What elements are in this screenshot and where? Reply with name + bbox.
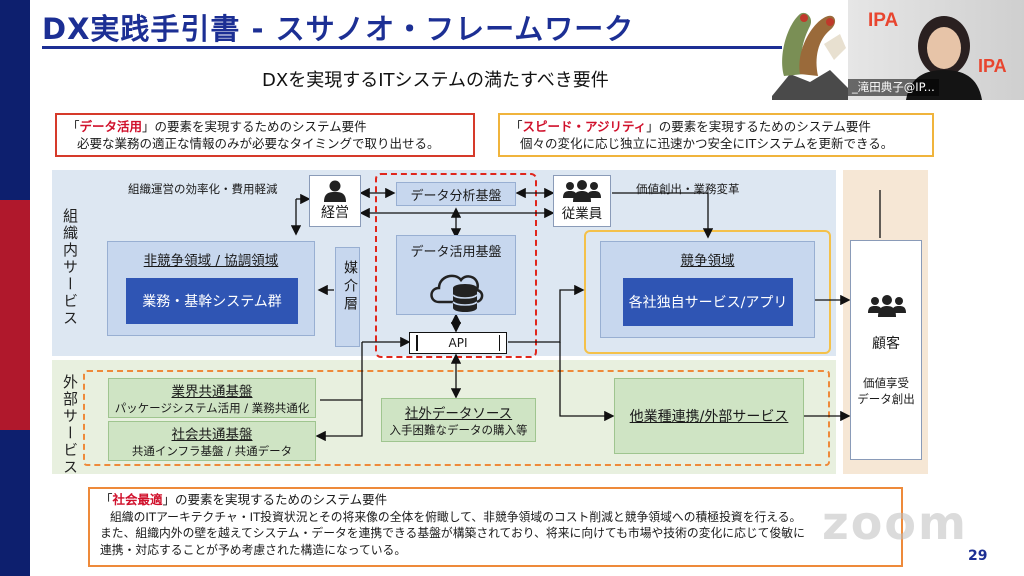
industry-platform-box: 業界共通基盤 パッケージシステム活用 / 業務共通化	[108, 378, 316, 418]
mediation-label: 媒介層	[342, 260, 358, 314]
employees-box: 従業員	[553, 175, 611, 227]
management-box: 経営	[309, 175, 361, 227]
api-box-left-bar	[416, 335, 418, 351]
bracket-open: 「	[67, 119, 80, 134]
person-icon	[324, 180, 346, 202]
mythology-illustration	[772, 12, 848, 100]
competitive-label: 競争領域	[680, 253, 735, 269]
participant-avatar	[906, 16, 982, 100]
callout-data-utilization: 「データ活用」の要素を実現するためのシステム要件 必要な業務の適正な情報のみが必…	[55, 113, 475, 157]
slide-subtitle: DXを実現するITシステムの満たすべき要件	[262, 70, 609, 91]
external-services-label: 外部サービス	[61, 374, 79, 476]
social-platform-sublabel: 共通インフラ基盤 / 共通データ	[131, 444, 293, 458]
title-underline	[42, 46, 782, 49]
ipa-logo-bottom: IPA	[978, 56, 1007, 76]
callout-speed-keyword: スピード・アジリティ	[522, 119, 647, 134]
callout-data-heading-rest: 」の要素を実現するためのシステム要件	[142, 119, 367, 134]
social-platform-label: 社会共通基盤	[171, 427, 253, 443]
participant-video[interactable]: IPA IPA _滝田典子@IP...	[848, 0, 1024, 100]
callout-data-body: 必要な業務の適正な情報のみが必要なタイミングで取り出せる。	[77, 136, 440, 151]
external-data-label: 社外データソース	[404, 406, 513, 422]
external-data-sublabel: 入手困難なデータの購入等	[389, 423, 528, 437]
page-number: 29	[968, 548, 988, 564]
callout-social-optimization: 「社会最適」の要素を実現するためのシステム要件 組織のITアーキテクチャ・IT投…	[88, 487, 903, 567]
core-systems-box: 業務・基幹システム群	[126, 278, 298, 324]
callout-speed-heading: 「スピード・アジリティ」の要素を実現するためのシステム要件	[510, 118, 924, 135]
ipa-logo-top: IPA	[868, 10, 899, 31]
management-label: 経営	[321, 205, 349, 221]
noncompetitive-label: 非競争領域 / 協調領域	[143, 253, 279, 269]
industry-platform-sublabel: パッケージシステム活用 / 業務共通化	[114, 401, 310, 415]
left-accent-bar-red	[0, 200, 30, 430]
callout-data-heading: 「データ活用」の要素を実現するためのシステム要件	[67, 118, 465, 135]
group-icon	[868, 295, 906, 317]
callout-social-line3: また、組織内外の壁を越えてシステム・データを連携できる基盤が構築されており、将来…	[100, 526, 805, 540]
callout-social-keyword: 社会最適	[112, 492, 163, 507]
employees-label: 従業員	[561, 206, 603, 222]
data-platform-box: データ活用基盤	[396, 235, 516, 315]
group-icon	[563, 180, 601, 202]
cloud-database-icon	[430, 274, 484, 312]
own-services-box: 各社独自サービス/アプリ	[623, 278, 793, 326]
competitive-domain: 競争領域 各社独自サービス/アプリ	[600, 241, 815, 338]
callout-social-heading-rest: 」の要素を実現するためのシステム要件	[162, 492, 388, 507]
bracket-open: 「	[510, 119, 523, 134]
customer-value-label: 価値享受 データ創出	[857, 376, 915, 406]
api-label: API	[448, 336, 468, 350]
external-data-source-box: 社外データソース 入手困難なデータの購入等	[381, 398, 536, 442]
callout-social-heading: 「社会最適」の要素を実現するためのシステム要件	[100, 492, 891, 509]
page-title: DX実践手引書 - スサノオ・フレームワーク	[42, 12, 635, 46]
callout-speed-heading-rest: 」の要素を実現するためのシステム要件	[646, 119, 871, 134]
noncompetitive-domain: 非競争領域 / 協調領域 業務・基幹システム群	[107, 241, 315, 336]
callout-speed-body: 個々の変化に応じ独立に迅速かつ安全にITシステムを更新できる。	[520, 136, 894, 151]
value-creation-label: 価値創出・業務変革	[636, 182, 740, 196]
social-platform-box: 社会共通基盤 共通インフラ基盤 / 共通データ	[108, 421, 316, 461]
bracket-open: 「	[100, 492, 113, 507]
callout-data-keyword: データ活用	[79, 119, 143, 134]
data-analysis-platform: データ分析基盤	[396, 182, 516, 206]
callout-speed-agility: 「スピード・アジリティ」の要素を実現するためのシステム要件 個々の変化に応じ独立…	[498, 113, 934, 157]
mediation-layer: 媒介層	[335, 247, 360, 347]
callout-social-line2: 組織のITアーキテクチャ・IT投資状況とその将来像の全体を俯瞰して、非競争領域の…	[110, 509, 802, 524]
internal-services-label: 組織内サービス	[61, 208, 79, 327]
zoom-watermark: zoom	[822, 496, 968, 550]
customer-label: 顧客	[872, 336, 900, 352]
efficiency-label: 組織運営の効率化・費用軽減	[128, 182, 278, 196]
data-platform-label: データ活用基盤	[410, 245, 502, 260]
industry-platform-label: 業界共通基盤	[171, 384, 253, 400]
cross-industry-box: 他業種連携/外部サービス	[614, 378, 804, 454]
customer-box: 顧客 価値享受 データ創出	[850, 240, 922, 460]
api-box: API	[409, 332, 507, 354]
api-box-right-bar	[498, 335, 500, 351]
participant-name: _滝田典子@IP...	[848, 79, 939, 96]
callout-social-line4: 連携・対応することが予め考慮された構造になっている。	[100, 542, 407, 557]
cross-industry-label: 他業種連携/外部サービス	[629, 409, 789, 425]
